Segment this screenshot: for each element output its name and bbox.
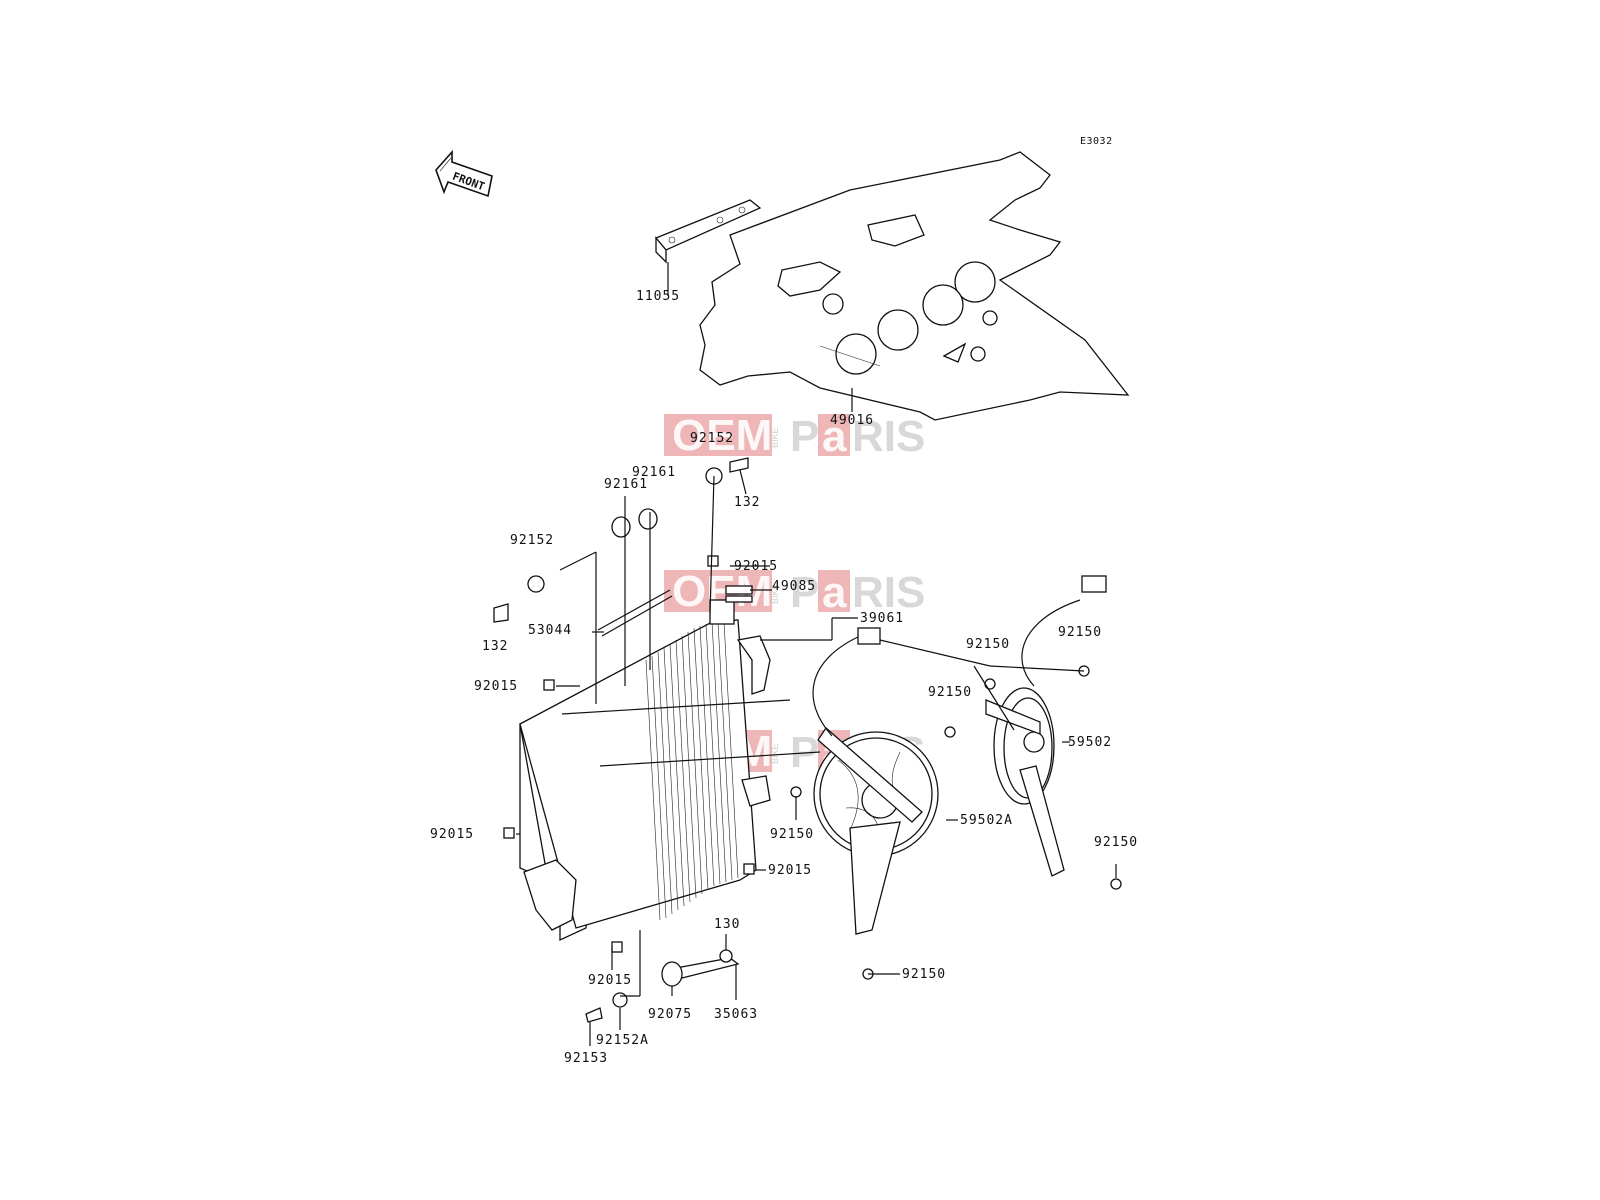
svg-text:P: P xyxy=(790,568,819,617)
label-92015-e: 92015 xyxy=(588,973,632,988)
label-92150-f: 92150 xyxy=(902,967,946,982)
leader-lines xyxy=(516,469,1117,1046)
label-92015-c: 92015 xyxy=(430,827,474,842)
radiator-fins xyxy=(645,621,739,921)
svg-text:BIKE: BIKE xyxy=(770,427,780,448)
label-92015-d: 92015 xyxy=(768,863,812,878)
svg-text:RIS: RIS xyxy=(852,568,925,617)
label-39061: 39061 xyxy=(860,611,904,626)
front-arrow-icon: FRONT xyxy=(435,149,493,198)
label-92015-a: 92015 xyxy=(474,679,518,694)
fan-59502 xyxy=(985,575,1107,877)
label-92150-a: 92150 xyxy=(966,637,1010,652)
label-35063: 35063 xyxy=(714,1007,758,1022)
label-49016: 49016 xyxy=(830,413,874,428)
svg-text:a: a xyxy=(822,412,847,461)
radiator-core xyxy=(519,599,771,942)
label-92150-e: 92150 xyxy=(1094,835,1138,850)
label-49085: 49085 xyxy=(772,579,816,594)
label-92161-b: 92161 xyxy=(632,465,676,480)
bracket-11055 xyxy=(654,199,762,296)
svg-text:BIKE: BIKE xyxy=(770,583,780,604)
label-130: 130 xyxy=(714,917,740,932)
insulator-sheet-49016 xyxy=(699,151,1130,421)
svg-text:RIS: RIS xyxy=(852,412,925,461)
label-92152A: 92152A xyxy=(596,1033,649,1048)
label-53044: 53044 xyxy=(528,623,572,638)
label-59502A: 59502A xyxy=(960,813,1013,828)
label-92150-b: 92150 xyxy=(1058,625,1102,640)
label-92015-b: 92015 xyxy=(734,559,778,574)
label-92152-left: 92152 xyxy=(510,533,554,548)
svg-text:OEM: OEM xyxy=(672,411,772,460)
label-92161-a: 92161 xyxy=(604,477,648,492)
diagram-code: E3032 xyxy=(1080,136,1113,147)
label-92152-top: 92152 xyxy=(690,431,734,446)
fan-59502A xyxy=(812,627,939,935)
label-132-top: 132 xyxy=(734,495,760,510)
label-92150-c: 92150 xyxy=(928,685,972,700)
label-92075: 92075 xyxy=(648,1007,692,1022)
label-59502: 59502 xyxy=(1068,735,1112,750)
svg-text:BIKE: BIKE xyxy=(770,743,780,764)
label-11055: 11055 xyxy=(636,289,680,304)
svg-text:P: P xyxy=(790,412,819,461)
svg-text:a: a xyxy=(822,568,847,617)
watermark-1: OEM BIKE P a RIS xyxy=(664,411,925,461)
label-132-left: 132 xyxy=(482,639,508,654)
label-92153: 92153 xyxy=(564,1051,608,1066)
label-92150-d: 92150 xyxy=(770,827,814,842)
